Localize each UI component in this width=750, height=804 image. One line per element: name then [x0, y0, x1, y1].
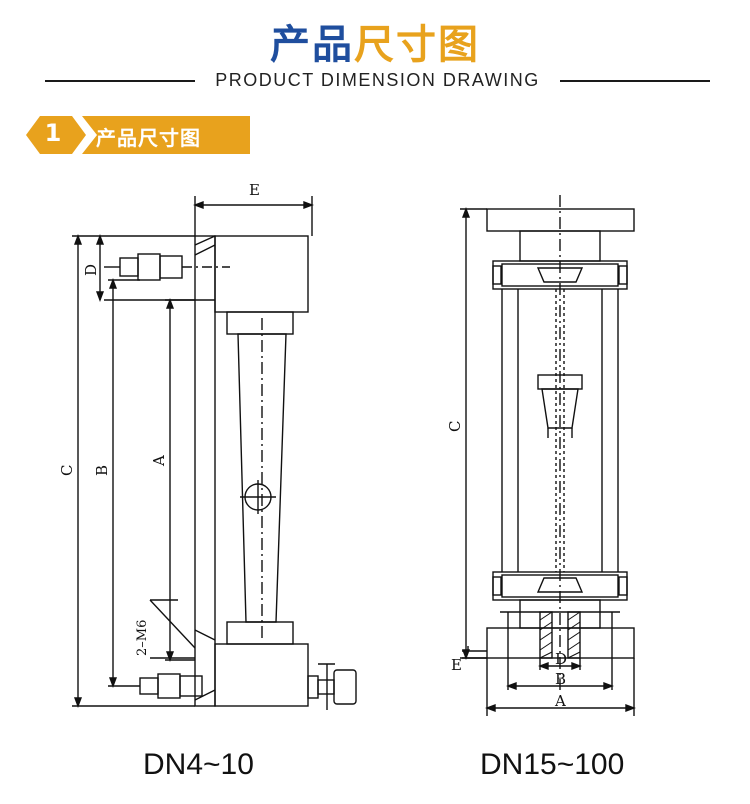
- section-label: 产品尺寸图: [96, 126, 201, 150]
- section-badge-shape: [26, 116, 250, 154]
- subtitle-divider-right: [560, 80, 710, 82]
- drawing-dn15-100: [460, 195, 636, 716]
- right-dim-b: B: [555, 670, 566, 688]
- left-dim-b: B: [93, 465, 111, 476]
- subtitle-divider-left: [45, 80, 195, 82]
- title-part-1: 产品: [270, 22, 354, 68]
- title-part-2: 尺寸图: [354, 22, 480, 68]
- right-dim-e: E: [451, 656, 462, 674]
- right-dim-c: C: [446, 421, 464, 432]
- section-badge: 1 产品尺寸图: [22, 112, 252, 158]
- left-dim-e: E: [249, 181, 260, 199]
- right-dim-a: A: [554, 692, 566, 710]
- left-dim-a: A: [150, 455, 168, 467]
- caption-dn15-100: DN15~100: [480, 748, 625, 781]
- drawing-dn4-10: [72, 196, 357, 710]
- left-dim-d: D: [82, 264, 100, 276]
- left-dim-c: C: [58, 465, 76, 476]
- subtitle: PRODUCT DIMENSION DRAWING: [215, 70, 540, 90]
- caption-dn4-10: DN4~10: [143, 748, 254, 781]
- right-dim-d: D: [555, 650, 567, 668]
- subtitle-row: PRODUCT DIMENSION DRAWING: [45, 68, 710, 94]
- left-thread-label: 2–M6: [135, 620, 150, 656]
- section-number: 1: [44, 119, 62, 147]
- page-title: 产品尺寸图: [0, 12, 750, 70]
